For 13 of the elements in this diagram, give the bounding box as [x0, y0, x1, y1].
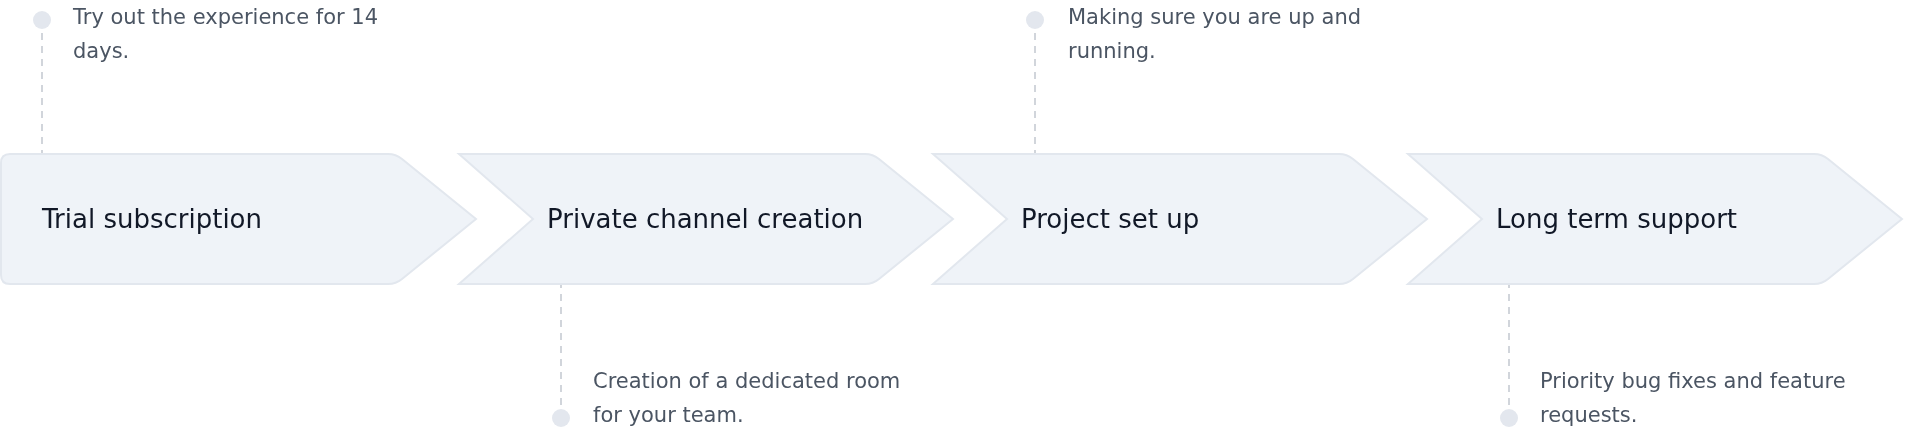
process-step — [0, 153, 478, 285]
step-title: Long term support — [1496, 204, 1738, 234]
leader-line — [552, 284, 570, 427]
leader-line — [1500, 284, 1518, 427]
step-title: Private channel creation — [547, 204, 864, 234]
note-text: Creation of a dedicated room for your team. — [593, 364, 933, 432]
step-title: Project set up — [1021, 204, 1200, 234]
note-text: Try out the experience for 14 days. — [73, 0, 413, 68]
leader-line — [1026, 11, 1044, 154]
step-title: Trial subscription — [42, 204, 262, 234]
note-text: Making sure you are up and running. — [1068, 0, 1408, 68]
note-text: Priority bug fixes and feature requests. — [1540, 364, 1880, 432]
leader-line — [33, 11, 51, 154]
